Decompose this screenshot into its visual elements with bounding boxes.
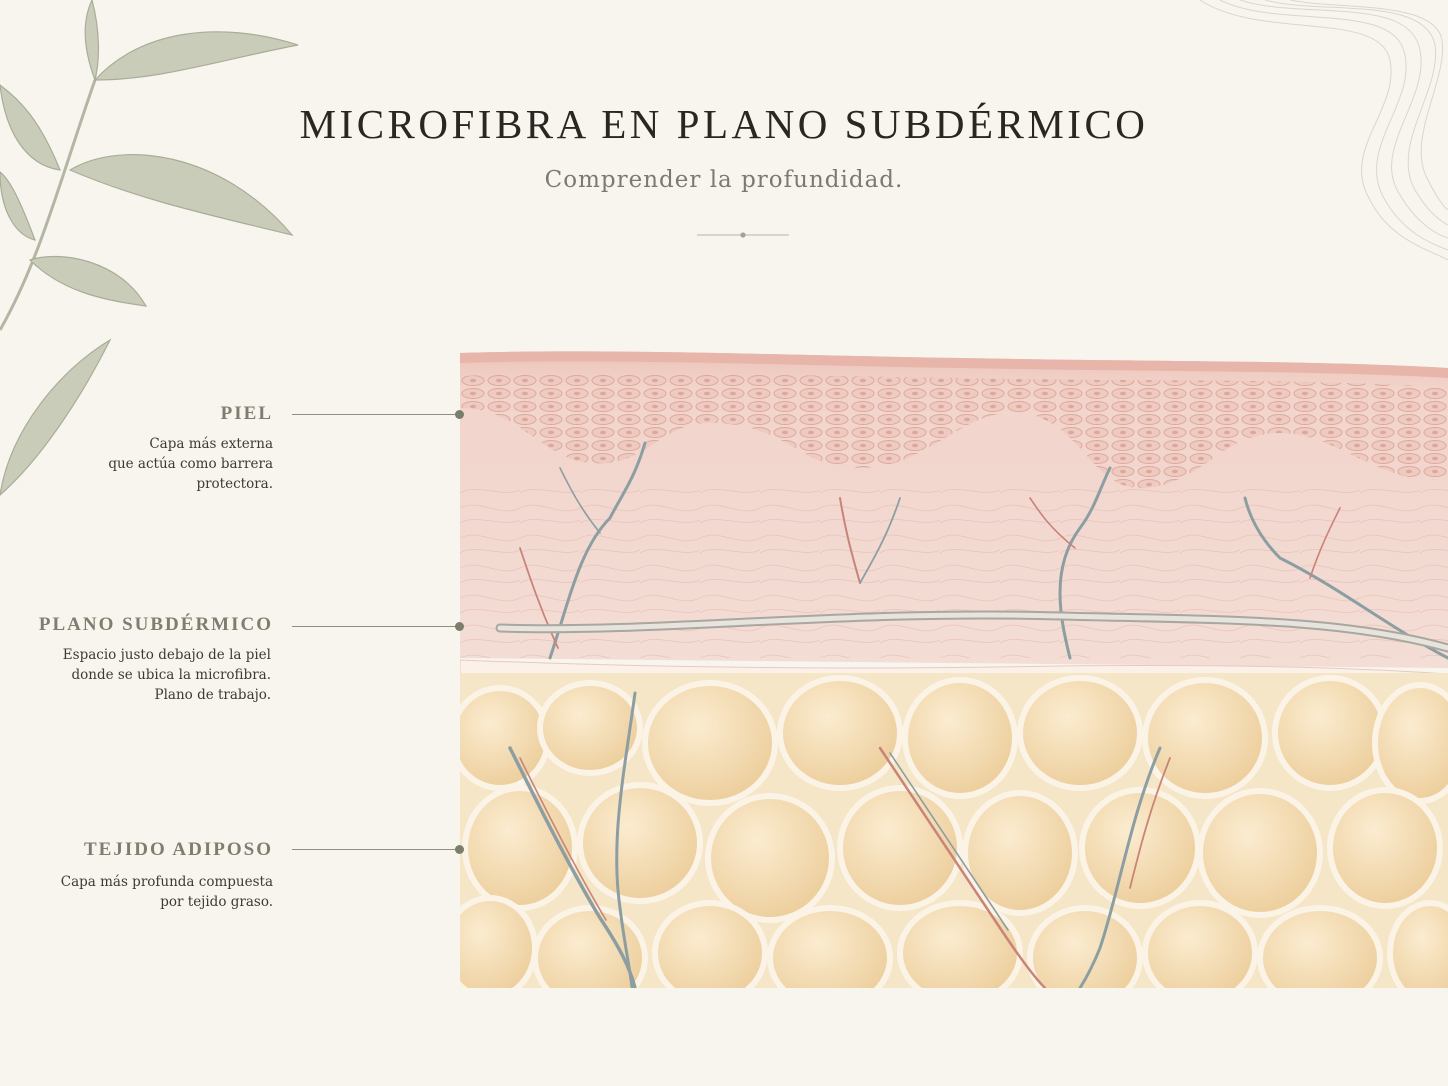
label-plano-subdermico: PLANO SUBDÉRMICO: [38, 614, 273, 635]
leader-line-plano-subdermico: [292, 626, 458, 627]
description-piel: Capa más externa que actúa como barrera …: [108, 436, 273, 492]
divider-ornament-icon: [697, 232, 789, 238]
description-plano-subdermico: Espacio justo debajo de la piel donde se…: [62, 647, 271, 703]
contour-lines-icon: [1199, 0, 1448, 261]
leader-line-piel: [292, 414, 458, 415]
label-piel: PIEL: [220, 403, 273, 424]
leaf-branch-icon: [0, 0, 299, 496]
description-tejido-adiposo: Capa más profunda compuesta por tejido g…: [60, 874, 273, 910]
leader-line-tejido-adiposo: [292, 849, 458, 850]
page-title: MICROFIBRA EN PLANO SUBDÉRMICO: [299, 101, 1149, 147]
skin-cross-section-illustration: [460, 351, 1448, 988]
marker-dot-icon: [455, 845, 464, 854]
marker-dot-icon: [455, 410, 464, 419]
marker-dot-icon: [455, 622, 464, 631]
label-tejido-adiposo: TEJIDO ADIPOSO: [83, 839, 273, 860]
page-subtitle: Comprender la profundidad.: [544, 167, 904, 193]
